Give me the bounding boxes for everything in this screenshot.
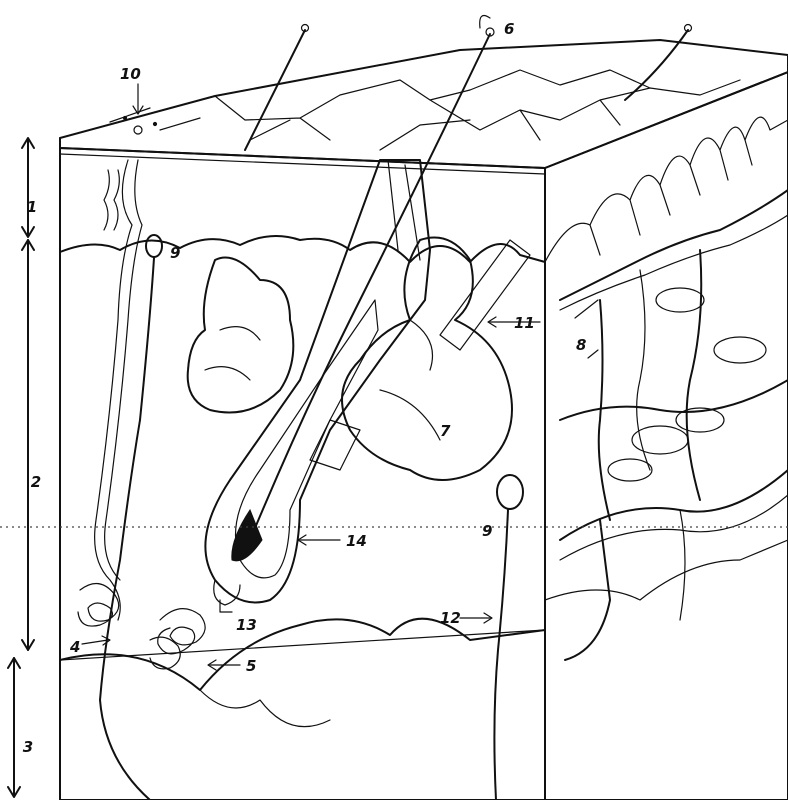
label-5: 5 (246, 657, 256, 675)
deep-nerve-trunk (100, 420, 150, 800)
label-9-top: 9 (170, 244, 180, 262)
pacinian-corpuscle-bottom (494, 475, 523, 800)
label-9-bottom: 9 (482, 522, 492, 540)
skin-surface-top (60, 40, 788, 168)
right-side-face (545, 72, 788, 800)
label-13: 13 (236, 616, 257, 634)
pacinian-corpuscle-top (140, 235, 162, 420)
sebaceous-gland-left (188, 258, 294, 413)
label-12: 12 (440, 609, 461, 627)
label-arrows (82, 16, 598, 670)
label-3: 3 (23, 738, 33, 756)
sweat-gland-duct (95, 160, 142, 620)
label-11: 11 (514, 314, 535, 332)
labels: 1 2 3 4 5 6 7 8 9 9 10 11 12 13 14 (23, 20, 587, 756)
label-10: 10 (120, 65, 141, 83)
sweat-pore-icon (134, 126, 142, 134)
label-1: 1 (27, 198, 37, 216)
label-14: 14 (346, 532, 367, 550)
sweat-gland-coil (78, 584, 205, 669)
label-7: 7 (440, 422, 451, 440)
layer-scale (8, 138, 34, 797)
label-4: 4 (69, 638, 80, 656)
label-8: 8 (576, 336, 586, 354)
label-6: 6 (504, 20, 514, 38)
label-2: 2 (31, 473, 41, 491)
